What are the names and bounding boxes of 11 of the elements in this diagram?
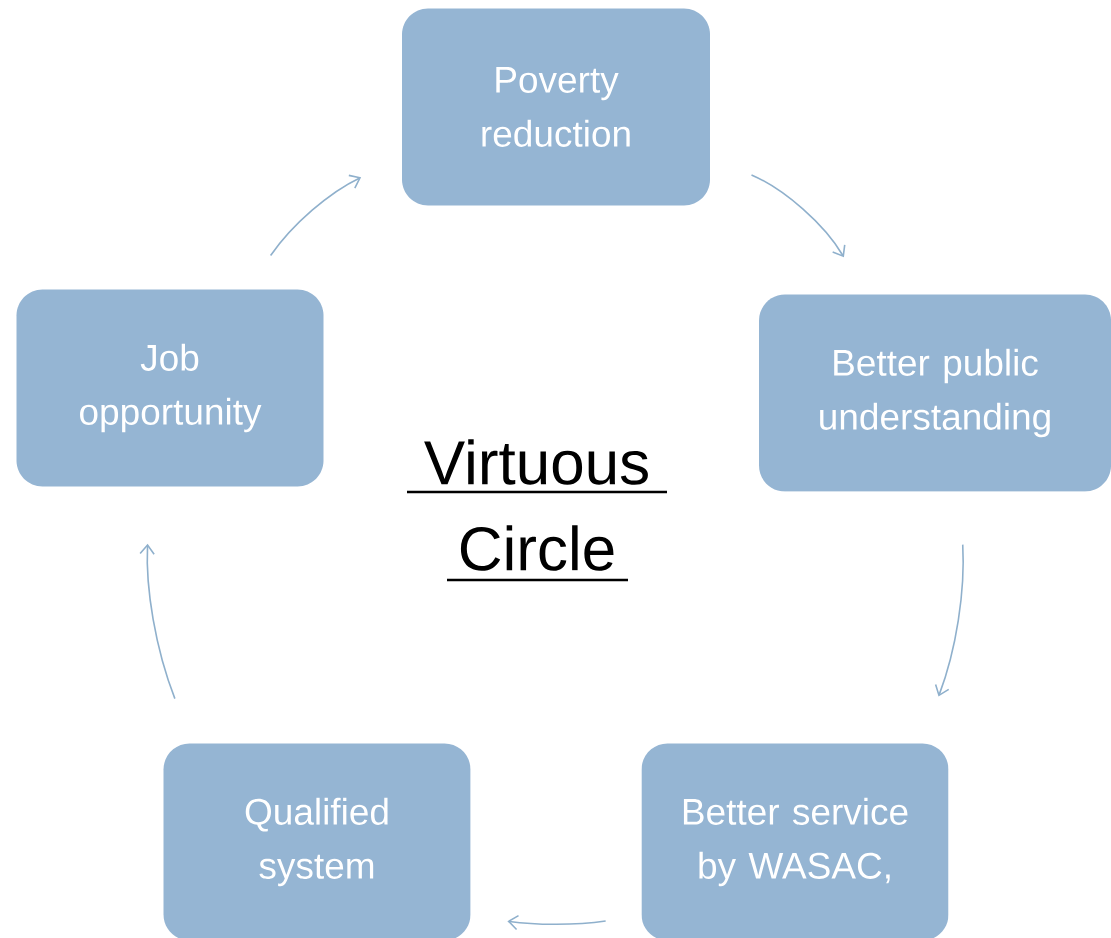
process-box: Qualified system <box>163 743 471 938</box>
arrow <box>139 543 176 700</box>
arrow <box>269 174 362 257</box>
arrow <box>507 914 607 931</box>
process-box: Poverty reduction <box>402 8 710 206</box>
process-box: Better service by WASAC, <box>641 743 949 938</box>
arrow <box>934 543 964 697</box>
arrow <box>750 174 846 258</box>
title: Virtuous Circle <box>407 439 667 582</box>
process-box: Better public understanding <box>759 294 1111 492</box>
process-box: Job opportunity <box>16 289 324 487</box>
